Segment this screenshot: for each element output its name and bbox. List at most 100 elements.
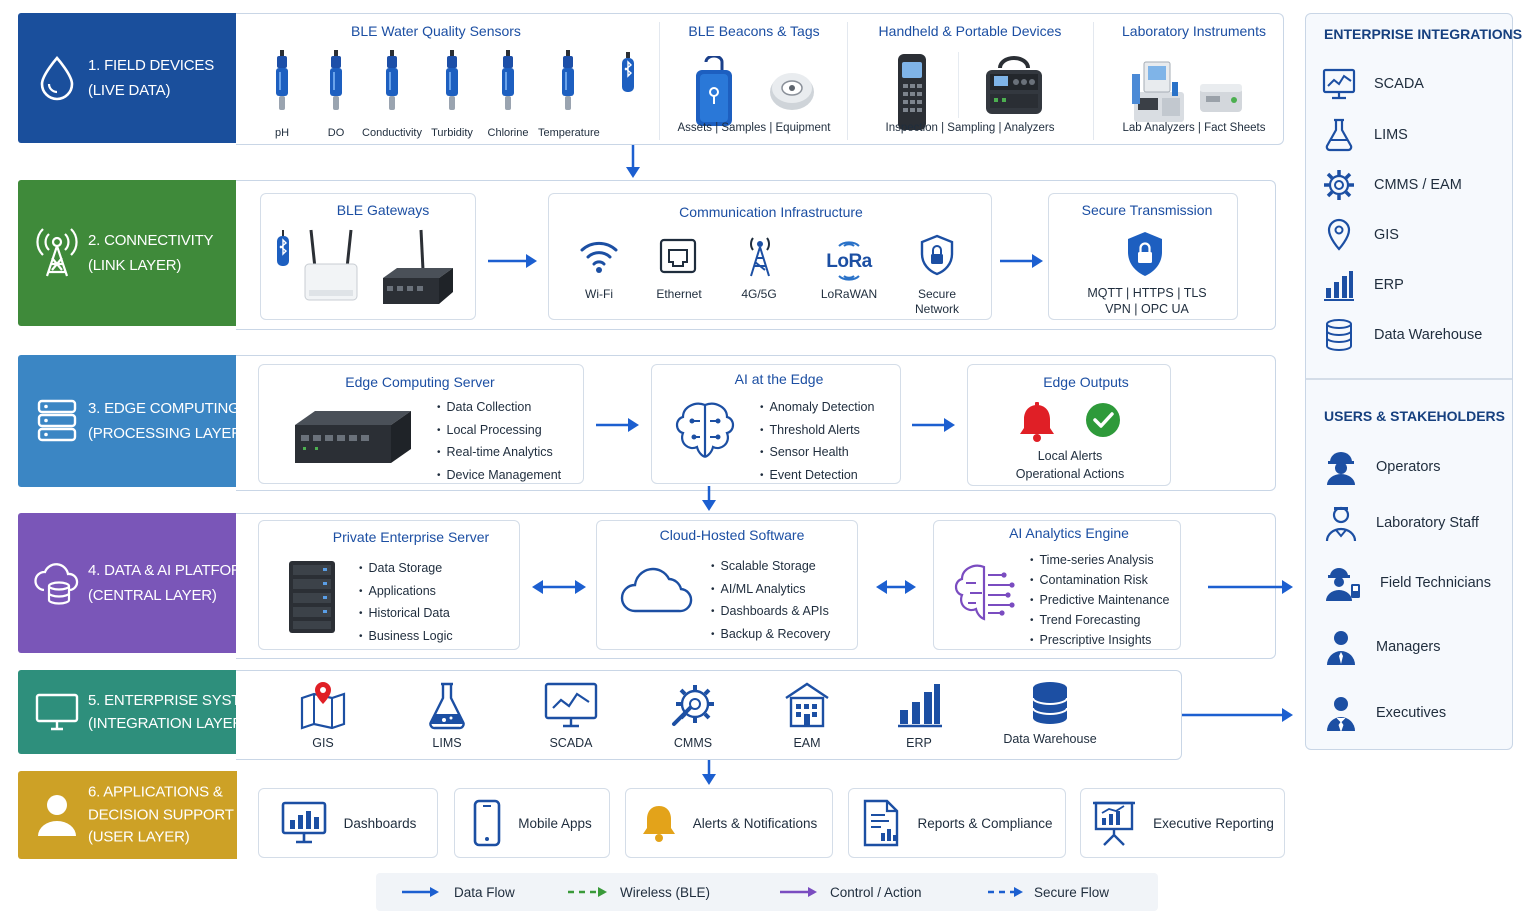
asset-tag-icon: [696, 56, 732, 126]
layer-title: 2. CONNECTIVITY: [88, 232, 214, 249]
app-mobile-apps[interactable]: Mobile Apps: [454, 788, 610, 858]
flow-arrow-down: [702, 760, 716, 785]
legend-label: Control / Action: [830, 884, 922, 900]
sensor-label: pH: [274, 127, 290, 139]
bullet-item: Prescriptive Insights: [1030, 631, 1169, 651]
app-label: Reports & Compliance: [917, 815, 1053, 831]
edge-outputs-box: Edge Outputs Local Alerts Operational Ac…: [967, 364, 1171, 486]
check-circle-icon: [1086, 403, 1120, 437]
user-label: Executives: [1376, 705, 1447, 721]
app-reports[interactable]: Reports & Compliance: [848, 788, 1066, 858]
handheld-title: Handheld & Portable Devices: [878, 23, 1062, 39]
bullet-item: Data Storage: [359, 558, 453, 581]
map-pin-icon: [300, 682, 346, 730]
flow-arrow-right: [596, 418, 639, 432]
layer-subtitle: (LIVE DATA): [88, 82, 171, 99]
app-alerts[interactable]: Alerts & Notifications: [625, 788, 833, 858]
cloud-software-box: Cloud-Hosted Software Scalable StorageAI…: [596, 520, 858, 650]
user-executives[interactable]: Executives: [1324, 694, 1446, 732]
enterprise-erp[interactable]: ERP: [894, 680, 944, 750]
gear-icon: [1324, 170, 1354, 200]
handheld-device-icon: [898, 54, 926, 130]
layer-subtitle: (PROCESSING LAYER): [88, 425, 247, 442]
lora-signal-icon: [838, 241, 860, 247]
ai-analytics-title: AI Analytics Engine: [1009, 525, 1129, 541]
user-operators[interactable]: Operators: [1324, 448, 1440, 486]
integration-label: SCADA: [1374, 76, 1424, 92]
secure-transmission-title: Secure Transmission: [1081, 202, 1213, 218]
user-managers[interactable]: Managers: [1324, 628, 1440, 666]
secure-protocols-line1: MQTT | HTTPS | TLS: [1087, 286, 1207, 300]
legend: Data Flow Wireless (BLE) Control / Actio…: [376, 873, 1158, 911]
bullet-item: Applications: [359, 581, 453, 604]
bullet-item: Threshold Alerts: [760, 420, 874, 443]
bullet-item: Event Detection: [760, 465, 874, 488]
sensor-probe: pH: [252, 50, 312, 139]
integration-gis[interactable]: GIS: [1322, 218, 1399, 252]
manager-icon: [1327, 631, 1355, 665]
integration-scada[interactable]: SCADA: [1322, 68, 1424, 100]
edge-outputs-line1: Local Alerts: [1037, 449, 1103, 463]
app-dashboards[interactable]: Dashboards: [258, 788, 438, 858]
dashboard-icon: [281, 801, 326, 844]
edge-outputs-line2: Operational Actions: [1015, 467, 1125, 481]
layer-title: 5. ENTERPRISE SYSTEMS: [88, 692, 273, 709]
user-label: Field Technicians: [1380, 575, 1491, 591]
sensor-label: DO: [327, 127, 345, 139]
enterprise-gis[interactable]: GIS: [298, 680, 348, 750]
app-label: Executive Reporting: [1153, 815, 1274, 831]
app-executive-reporting[interactable]: Executive Reporting: [1080, 788, 1285, 858]
enterprise-scada[interactable]: SCADA: [542, 680, 600, 750]
shield-lock-icon: [920, 234, 954, 276]
ai-analytics-bullets: Time-series AnalysisContamination RiskPr…: [1030, 551, 1170, 651]
portable-analyzer-icon: [986, 56, 1042, 114]
warehouse-database-icon: [1326, 319, 1352, 351]
bidirectional-arrow: [532, 580, 586, 594]
beacon-icon: [770, 73, 814, 110]
integration-erp[interactable]: ERP: [1322, 268, 1404, 302]
user-laboratory-staff[interactable]: Laboratory Staff: [1324, 504, 1479, 542]
enterprise-row: [236, 670, 1182, 760]
enterprise-cmms[interactable]: CMMS: [666, 680, 720, 750]
layer-edge-computing: 3. EDGE COMPUTING(PROCESSING LAYER): [18, 355, 247, 487]
cloud-icon: [620, 567, 693, 613]
user-icon: [32, 790, 82, 840]
comm-infrastructure-title: Communication Infrastructure: [679, 204, 863, 220]
integration-lims[interactable]: LIMS: [1322, 118, 1408, 152]
enterprise-label: LIMS: [432, 736, 462, 750]
secure-protocols-line2: VPN | OPC UA: [1105, 302, 1189, 316]
user-field-technicians[interactable]: Field Technicians: [1324, 564, 1491, 602]
sensor-probe-icon: [276, 50, 288, 110]
integration-label: Data Warehouse: [1374, 327, 1483, 343]
bullet-item: Local Processing: [437, 420, 561, 443]
beacons-caption: Assets | Samples | Equipment: [677, 122, 831, 134]
enterprise-label: GIS: [312, 736, 334, 750]
bullet-item: Backup & Recovery: [711, 624, 831, 647]
integration-data-warehouse[interactable]: Data Warehouse: [1322, 318, 1482, 352]
integration-cmms-eam[interactable]: CMMS / EAM: [1322, 168, 1462, 202]
bullet-item: Business Logic: [359, 626, 453, 649]
handheld-caption: Inspection | Sampling | Analyzers: [885, 122, 1055, 134]
ai-edge-title: AI at the Edge: [734, 371, 824, 387]
enterprise-eam[interactable]: EAM: [782, 680, 832, 750]
notification-bell-icon: [642, 806, 675, 842]
ble-beacons-box: BLE Beacons & Tags Assets | Samples | Eq…: [664, 18, 844, 140]
enterprise-lims[interactable]: LIMS: [422, 680, 472, 750]
ai-brain-icon: [675, 402, 735, 459]
enterprise-data-warehouse[interactable]: Data Warehouse: [1000, 680, 1100, 746]
lab-staff-icon: [1325, 506, 1357, 542]
edge-server-box: Edge Computing Server Data CollectionLoc…: [258, 364, 584, 484]
water-drop-icon: [32, 53, 82, 103]
bullet-item: Scalable Storage: [711, 556, 830, 579]
lab-caption: Lab Analyzers | Fact Sheets: [1122, 122, 1266, 134]
sensor-probe-icon: [502, 50, 514, 110]
enterprise-label: ERP: [906, 736, 932, 750]
legend-control: Control / Action: [780, 885, 922, 900]
cloud-software-title: Cloud-Hosted Software: [659, 527, 805, 543]
sensor-label: Conductivity: [362, 127, 422, 139]
edge-outputs-title: Edge Outputs: [1043, 374, 1129, 390]
server-icon: [32, 396, 82, 446]
user-label: Operators: [1376, 459, 1441, 475]
